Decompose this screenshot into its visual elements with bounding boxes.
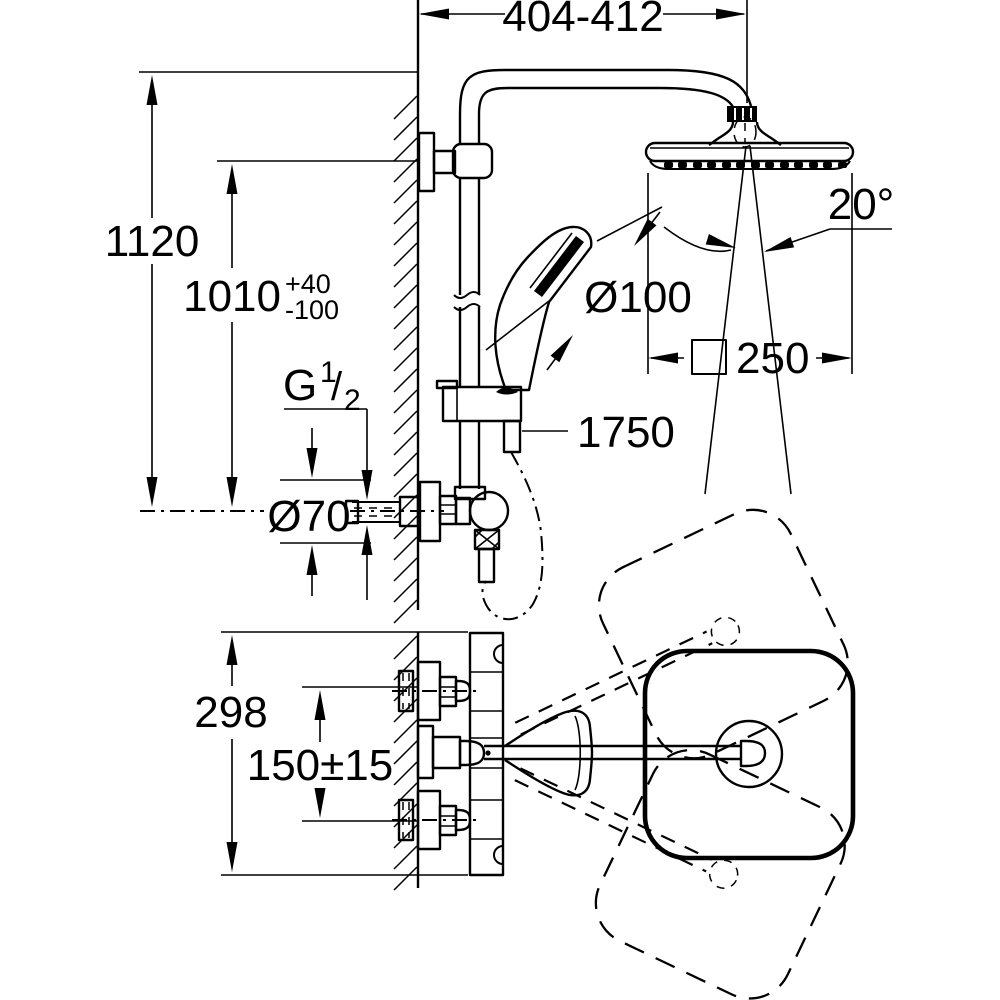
- side-view: 404-412 1120 1010 +40 -100 G 1 / 2: [105, 0, 895, 624]
- label-thread-size: G 1 / 2: [283, 356, 373, 600]
- dim-head-width: 250: [647, 173, 853, 383]
- dim-flange-diameter-label: Ø70: [267, 492, 350, 541]
- rail-slider: [441, 385, 523, 423]
- dim-head-height-label: 1010: [183, 272, 281, 321]
- label-hose-length: 1750: [522, 408, 675, 457]
- thread-slash: /: [331, 365, 343, 409]
- spray-nozzles: [664, 162, 847, 168]
- hand-shower-plan: [504, 709, 594, 797]
- shower-hose: [481, 451, 544, 621]
- rail-break-marks: [453, 291, 481, 311]
- valve-knob: [468, 490, 510, 532]
- shower-rail: [453, 68, 753, 489]
- thread-prefix: G: [283, 361, 317, 410]
- dim-top-width: 404-412: [419, 0, 748, 103]
- dim-swivel-angle: 20°: [663, 180, 895, 253]
- supply-pipe: [352, 501, 400, 523]
- dim-supply-spacing: 150±15: [247, 686, 417, 822]
- square-symbol: [691, 339, 727, 375]
- head-shower-plan: [484, 648, 856, 861]
- dim-swivel-angle-label: 20°: [828, 180, 895, 229]
- wall-hatching-side: [393, 95, 418, 624]
- wall-side: [393, 0, 420, 624]
- dim-depth-label: 298: [194, 688, 267, 737]
- thermostat-valve-side: [344, 480, 510, 584]
- hand-shower-side: [435, 225, 593, 621]
- label-hose-length-text: 1750: [577, 408, 675, 457]
- thermostat-valve-plan: [392, 631, 505, 877]
- head-ball-joint: [708, 106, 782, 148]
- hose-connector: [502, 419, 522, 454]
- dim-head-width-label: 250: [736, 334, 809, 383]
- dim-hand-shower-diameter: Ø100: [485, 206, 692, 371]
- hand-shower-face: [534, 236, 584, 297]
- head-swivel-position-down: [514, 748, 846, 1000]
- dim-head-height: 1010 +40 -100: [183, 160, 417, 507]
- spray-cone-lines: [704, 145, 792, 495]
- wall-bracket: [417, 131, 494, 193]
- dim-hand-shower-diameter-label: Ø100: [584, 273, 692, 322]
- dim-supply-spacing-label: 150±15: [247, 741, 394, 790]
- head-square: [642, 648, 856, 861]
- dim-top-width-label: 404-412: [502, 0, 663, 41]
- dim-overall-height: 1120: [105, 71, 417, 507]
- dim-head-height-tol-plus: +40: [285, 269, 331, 299]
- thread-numerator: 1: [320, 356, 337, 389]
- dim-depth: 298: [194, 631, 468, 876]
- dim-head-height-tol-minus: -100: [285, 295, 339, 325]
- head-swivel-position-up: [514, 508, 849, 760]
- thread-denominator: 2: [344, 384, 361, 417]
- head-shower-side: [644, 141, 855, 495]
- dim-overall-height-label: 1120: [105, 217, 200, 266]
- dim-flange-diameter: Ø70: [140, 428, 371, 596]
- plan-view: 298 150±15: [194, 508, 856, 1000]
